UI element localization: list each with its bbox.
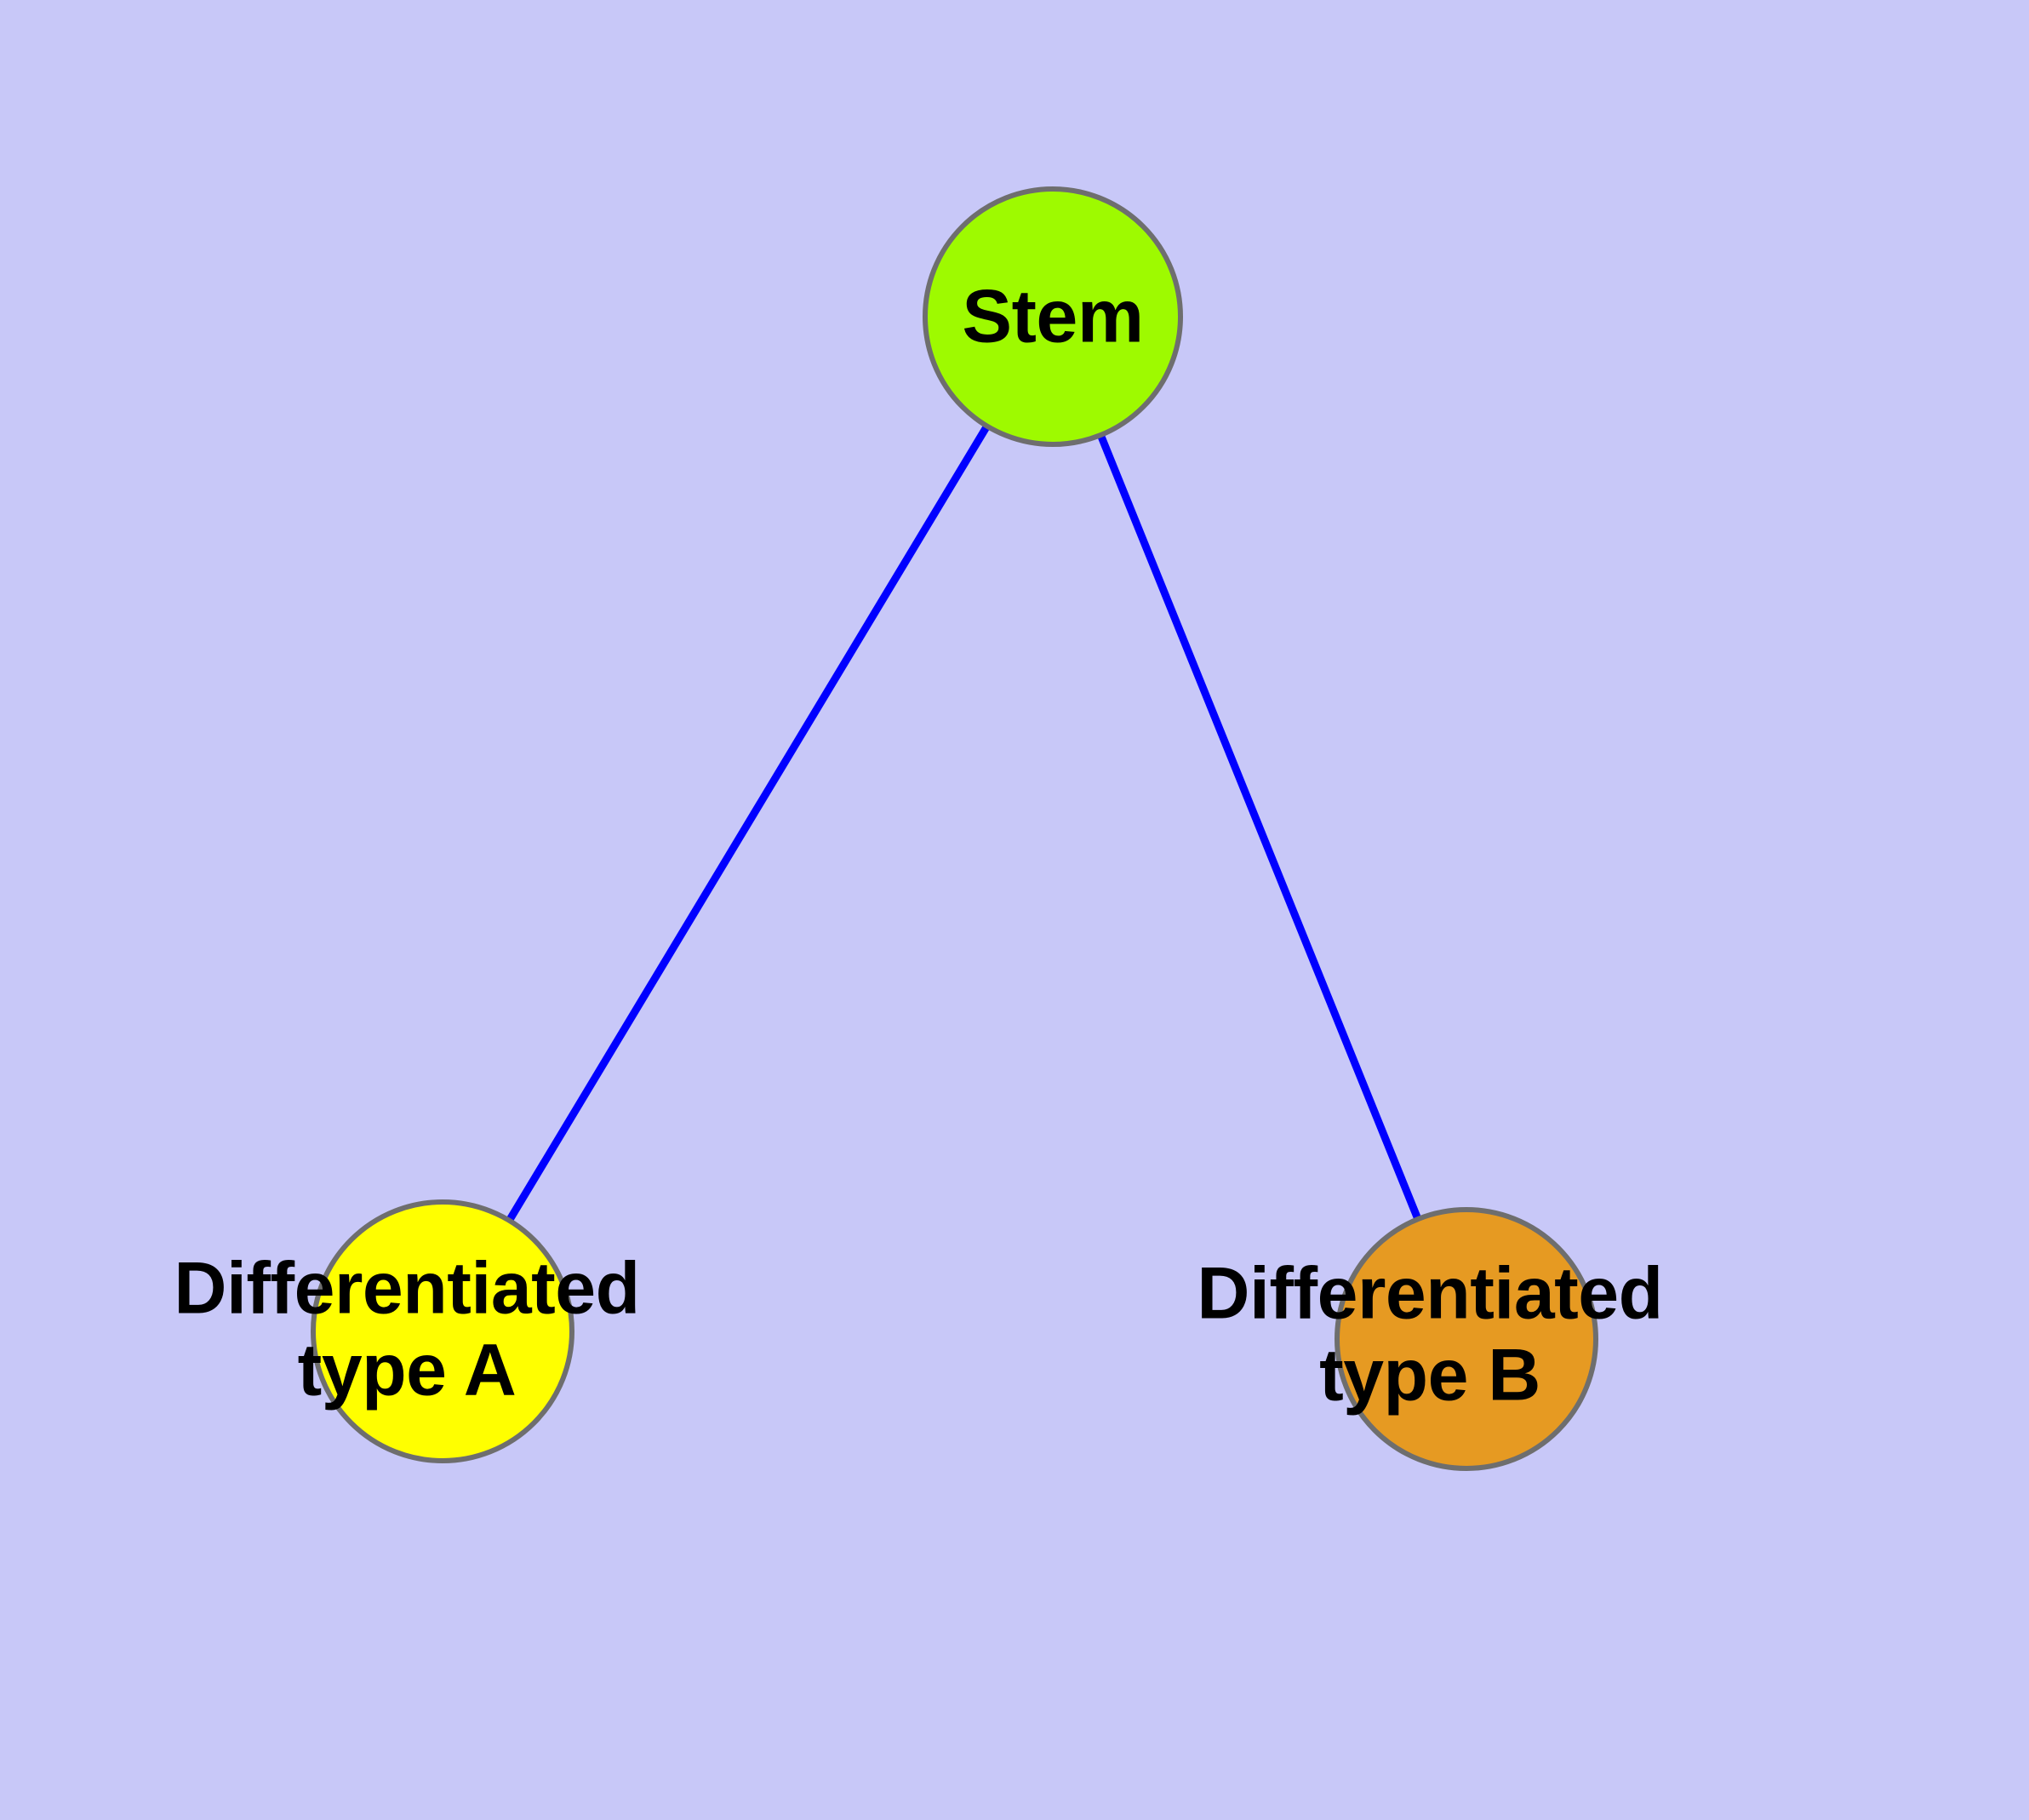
- node-label-differentiated-type-b: Differentiated type B: [1197, 1252, 1663, 1417]
- node-circle-differentiated-type-a[interactable]: [311, 1199, 574, 1463]
- node-layer: [311, 186, 1598, 1471]
- node-label-differentiated-type-a: Differentiated type A: [174, 1247, 640, 1411]
- node-circle-stem[interactable]: [923, 186, 1183, 447]
- node-circle-differentiated-type-b[interactable]: [1335, 1207, 1598, 1471]
- edge-stem-to-differentiated-type-a: [439, 314, 1056, 1334]
- edge-layer: [439, 314, 1471, 1341]
- edge-stem-to-differentiated-type-b: [1049, 315, 1471, 1341]
- node-label-stem: Stem: [962, 273, 1144, 358]
